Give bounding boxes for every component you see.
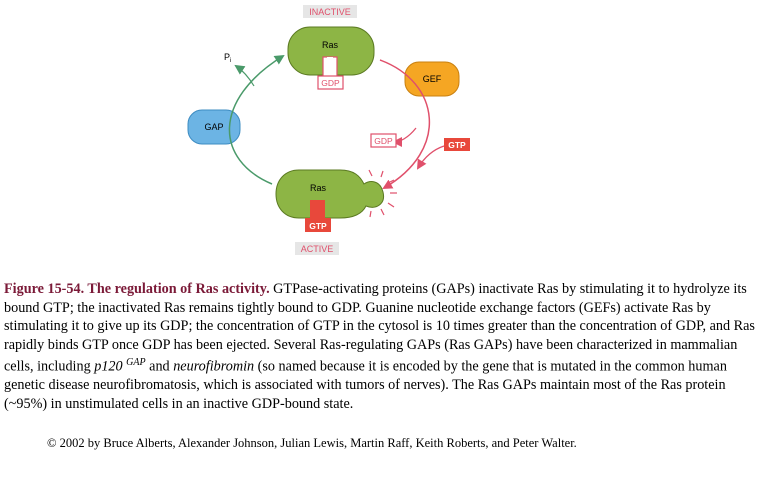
gdp-bound-label: GDP <box>321 78 340 88</box>
gtp-incoming: GTP <box>444 138 470 151</box>
gdp-released: GDP <box>370 133 397 148</box>
p120-term: p120 <box>94 358 123 375</box>
gap-protein: GAP <box>187 109 241 145</box>
caption-text-2: (so named because it is encoded by the g… <box>4 358 727 412</box>
pi-release-arrow <box>234 64 255 87</box>
active-state-label: ACTIVE <box>295 242 339 255</box>
gdp-release-arrow <box>392 127 417 147</box>
ras-cycle-diagram: INACTIVE Ras GDP GEF GAP GDP GTP Pi <box>187 5 470 255</box>
gef-protein: GEF <box>404 61 460 97</box>
ras-active: Ras GTP <box>275 169 385 232</box>
gtp-incoming-arrow <box>416 145 445 170</box>
activation-arrow <box>379 59 431 189</box>
caption-text-1: GTPase-activating proteins (GAPs) inacti… <box>4 281 755 375</box>
svg-text:Ras: Ras <box>310 183 327 193</box>
svg-text:GAP: GAP <box>204 122 223 132</box>
figure-caption: Figure 15-54. The regulation of Ras acti… <box>4 280 756 413</box>
activation-rays <box>368 169 397 218</box>
neurofibromin-term: neurofibromin <box>173 358 255 375</box>
figure-label: Figure 15-54. The regulation of Ras acti… <box>4 281 270 297</box>
copyright-notice: © 2002 by Bruce Alberts, Alexander Johns… <box>47 436 577 450</box>
caption-text-and: and <box>145 358 174 375</box>
gtp-bound-label: GTP <box>309 221 327 231</box>
inactivation-arrow <box>228 54 285 185</box>
svg-text:Ras: Ras <box>322 40 339 50</box>
svg-text:ACTIVE: ACTIVE <box>301 244 334 254</box>
phosphate-label: Pi <box>224 52 231 64</box>
svg-text:GEF: GEF <box>423 74 442 84</box>
svg-text:INACTIVE: INACTIVE <box>309 7 351 17</box>
svg-text:GTP: GTP <box>448 140 466 150</box>
gap-superscript: GAP <box>126 357 146 368</box>
ras-inactive: Ras GDP <box>287 26 375 90</box>
svg-text:GDP: GDP <box>374 136 393 146</box>
inactive-state-label: INACTIVE <box>303 5 357 18</box>
